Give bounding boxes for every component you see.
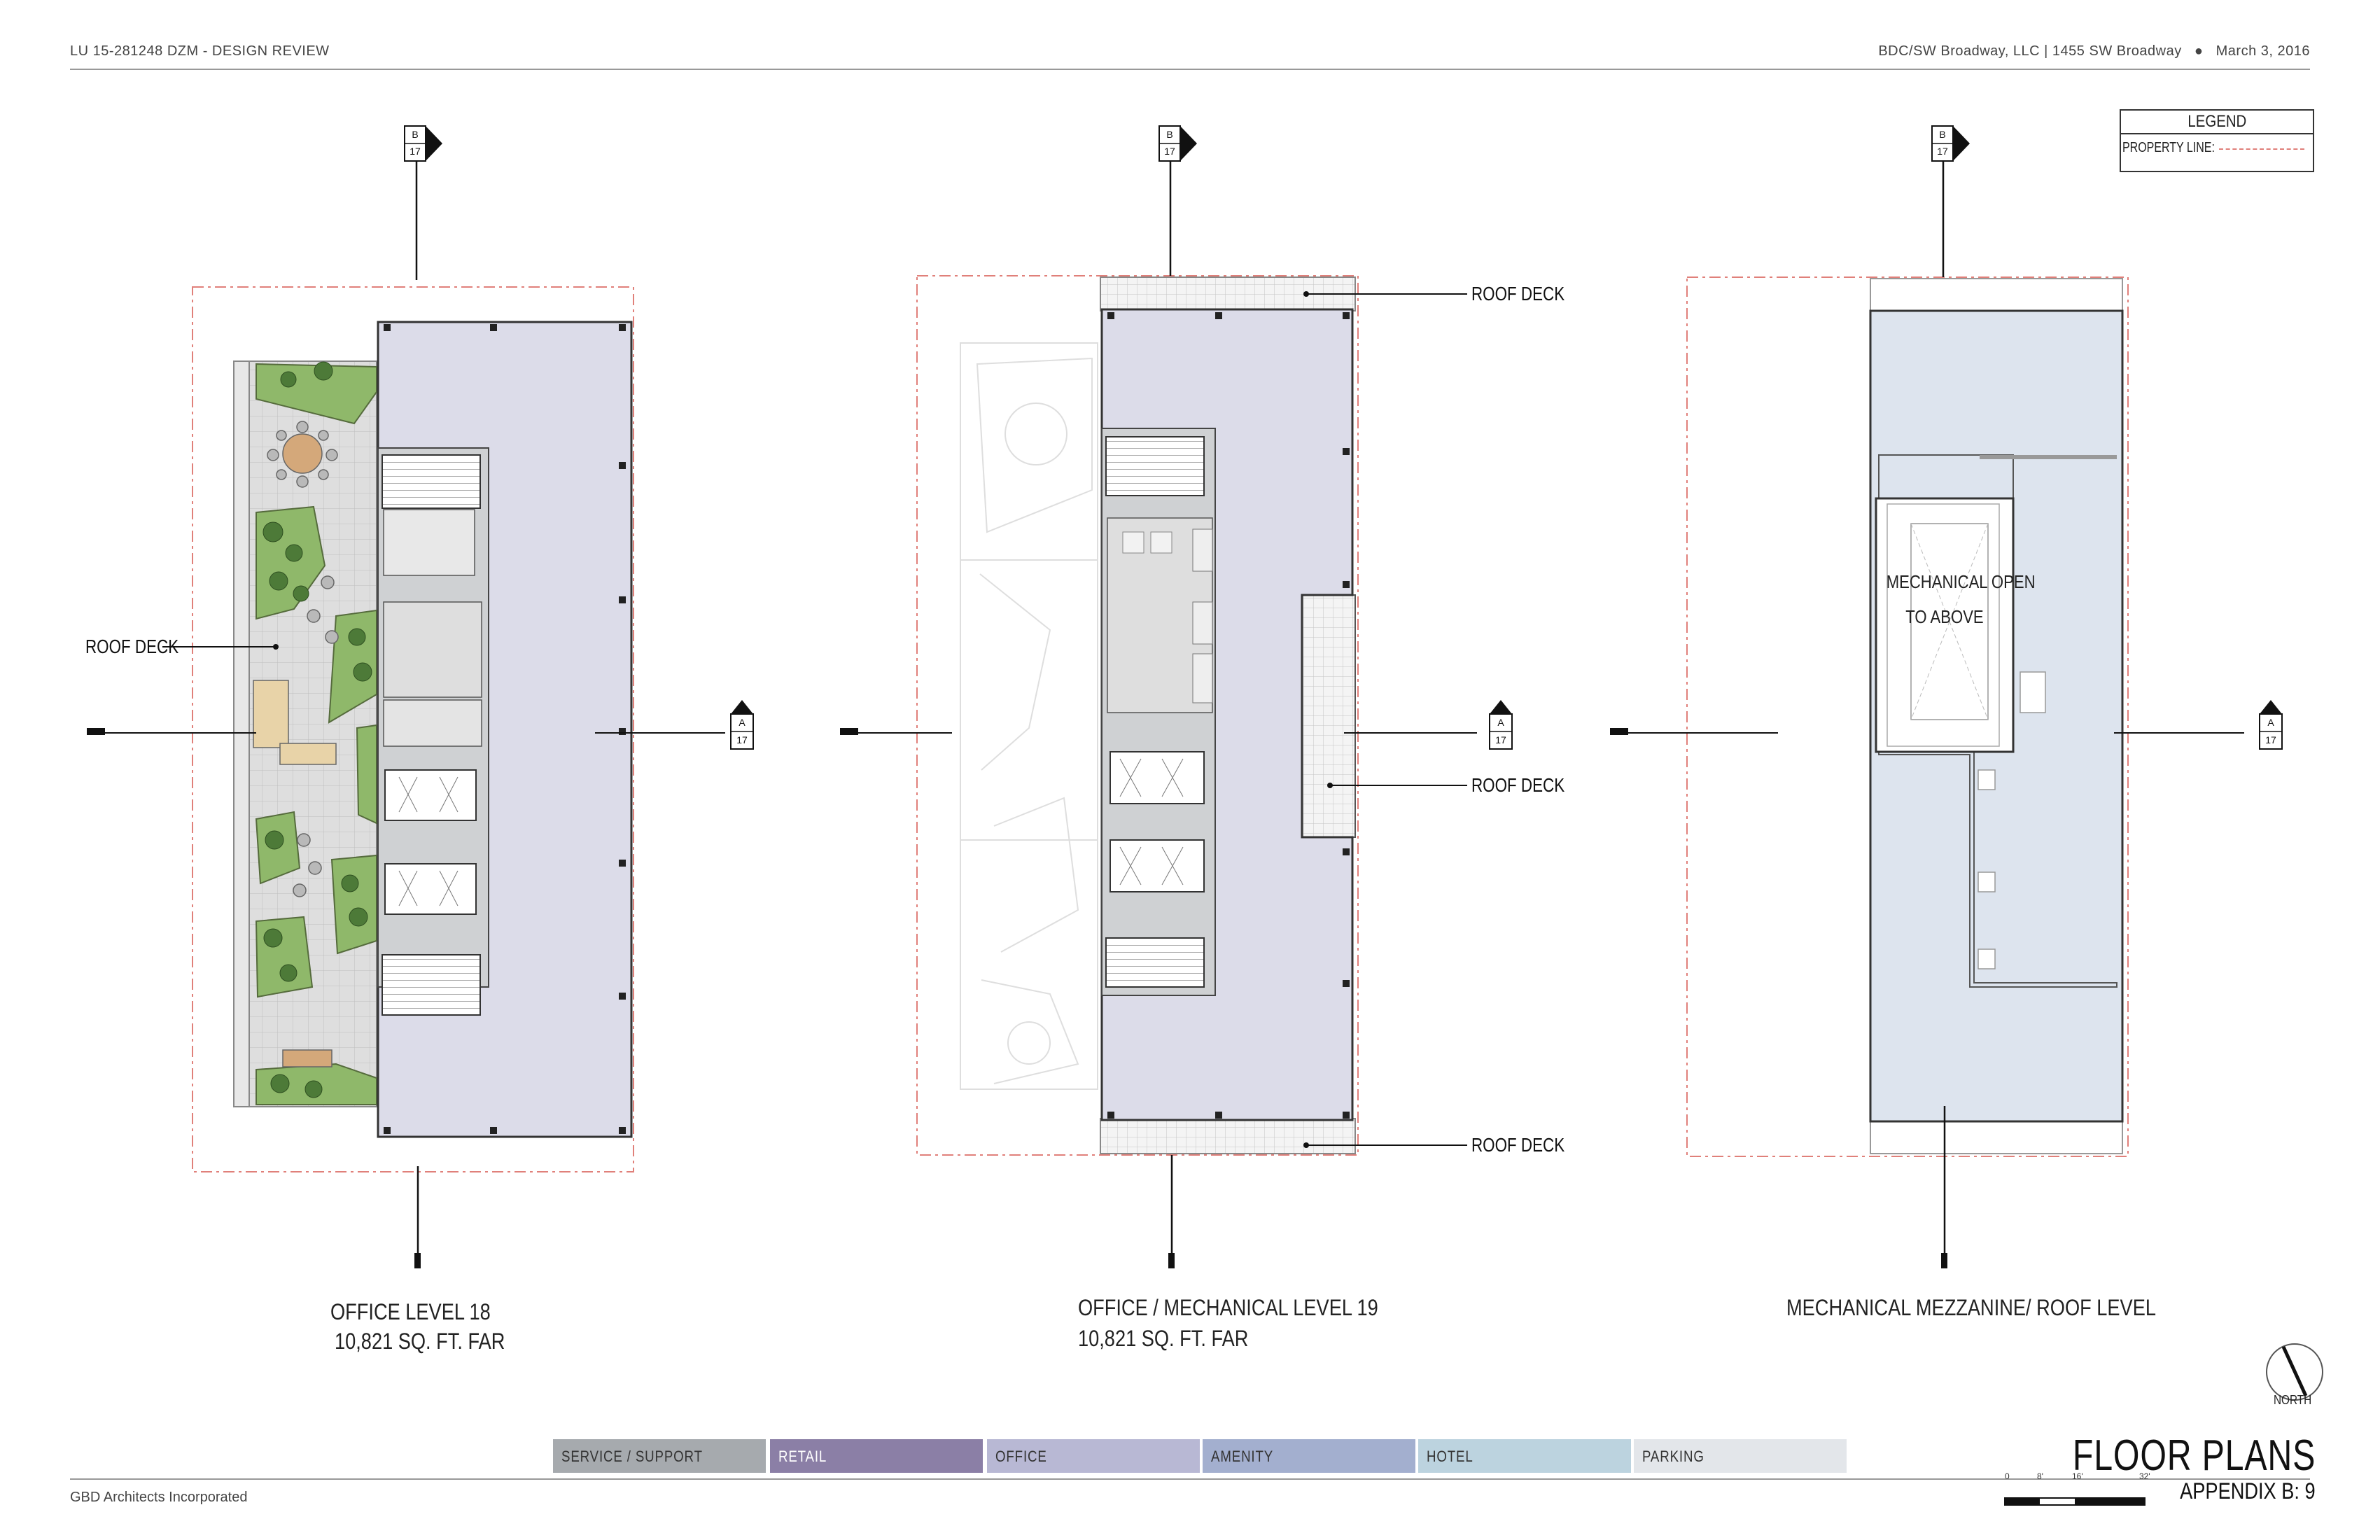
program-legend-office: OFFICE [987,1439,1200,1473]
callout-roof-deck-east: ROOF DECK [1471,774,1565,796]
architect-name: GBD Architects Incorporated [70,1490,248,1505]
deck-parapet-1 [233,360,250,1107]
roof-parapet-top-3 [1870,278,2123,312]
plan-area-level19: 10,821 SQ. FT. FAR [1078,1326,1249,1351]
bullet-separator: ● [2185,43,2212,59]
level-below-ghost-2 [960,342,1098,1090]
program-legend-amenity: AMENITY [1203,1439,1415,1473]
core-1 [377,447,489,1016]
plan-title-level19: OFFICE / MECHANICAL LEVEL 19 [1078,1295,1378,1320]
legend-box: LEGEND PROPERTY LINE: [2120,109,2314,172]
issue-date: March 3, 2016 [2216,43,2310,59]
section-b-sheet-1: 17 [410,146,421,157]
scale-tick-32: 32' [2139,1471,2150,1481]
section-marker-a-1 [730,700,754,750]
roof-deck-bottom-2 [1100,1118,1356,1154]
north-label: NORTH [2274,1393,2312,1407]
plan-title-roof: MECHANICAL MEZZANINE/ ROOF LEVEL [1786,1295,2156,1320]
roof-parapet-bottom-3 [1870,1119,2123,1154]
callout-roof-deck-south: ROOF DECK [1471,1134,1565,1156]
scale-tick-8: 8' [2037,1471,2043,1481]
sheet-title: FLOOR PLANS [2072,1432,2316,1480]
north-arrow-icon [2266,1343,2323,1401]
client-address: BDC/SW Broadway, LLC | 1455 SW Broadway [1878,43,2182,59]
property-line-3 [1686,276,2129,1157]
section-marker-a-2 [1489,700,1513,750]
plan-title-level18: OFFICE LEVEL 18 [330,1299,491,1324]
rooftop-units-3 [1977,671,2046,969]
program-legend-parking: PARKING [1634,1439,1847,1473]
mechanical-open-label-line1: MECHANICAL OPEN [1886,571,2036,592]
plan-office-level-18 [87,154,725,1268]
scale-tick-0: 0 [2005,1471,2010,1481]
header-rule [70,69,2310,70]
section-marker-b-2 [1158,125,1197,162]
section-a-sheet-1: 17 [736,734,748,746]
header-client-date: BDC/SW Broadway, LLC | 1455 SW Broadway … [1878,43,2310,59]
property-line-2 [916,275,1359,1156]
scale-bar [2004,1497,2146,1506]
mechanical-open-label-line2: TO ABOVE [1905,606,1984,627]
section-marker-a-3 [2259,700,2283,750]
deck-furniture-1 [253,421,339,1068]
section-b-letter-3: B [1939,129,1946,140]
plan-office-level-19 [840,154,1477,1268]
section-b-sheet-2: 17 [1164,146,1175,157]
plan-roof-level [1610,154,2244,1268]
property-line-1 [192,286,634,1172]
project-number: LU 15-281248 DZM - DESIGN REVIEW [70,43,330,59]
legend-property-line-sample [2219,148,2304,150]
columns-1 [384,324,626,1134]
section-a-sheet-3: 17 [2265,734,2276,746]
section-marker-b-1 [404,125,442,162]
columns-2 [1107,312,1350,1119]
section-b-letter-1: B [412,129,419,140]
program-legend-retail: RETAIL [770,1439,983,1473]
footer-rule [70,1478,2310,1480]
program-legend-hotel: HOTEL [1418,1439,1631,1473]
section-marker-b-3 [1931,125,1970,162]
core-2 [1101,428,1216,996]
program-legend-service: SERVICE / SUPPORT [553,1439,766,1473]
callout-roof-deck-level18: ROOF DECK [85,636,179,657]
legend-property-line-label: PROPERTY LINE: [2122,140,2215,155]
section-b-sheet-3: 17 [1937,146,1948,157]
legend-title: LEGEND [2121,111,2313,134]
section-a-letter-2: A [1497,717,1504,728]
callout-roof-deck-north: ROOF DECK [1471,283,1565,304]
scale-tick-16: 16' [2072,1471,2083,1481]
section-markers [404,125,2283,750]
section-a-letter-1: A [738,717,746,728]
section-a-sheet-2: 17 [1495,734,1506,746]
roof-deck-side-2 [1301,594,1356,838]
sheet-number: APPENDIX B: 9 [2180,1478,2316,1504]
trees-1 [262,361,372,1098]
section-b-letter-2: B [1166,129,1173,140]
section-a-letter-3: A [2267,717,2274,728]
plan-area-level18: 10,821 SQ. FT. FAR [335,1329,505,1354]
